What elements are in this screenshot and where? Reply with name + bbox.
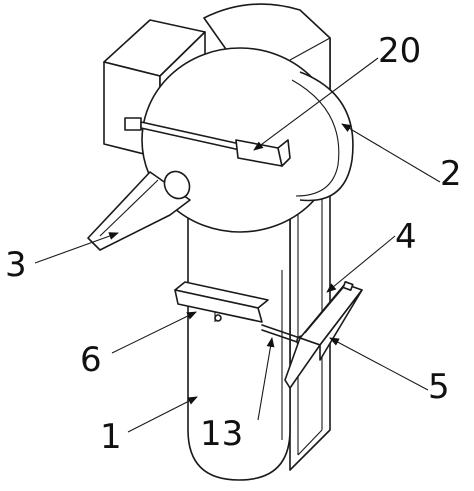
leaders — [34, 57, 441, 433]
inlet-chute — [87, 170, 191, 251]
shaft-assembly — [124, 117, 291, 167]
leader-2 — [341, 123, 441, 183]
label-4: 4 — [395, 217, 417, 257]
leader-5 — [329, 337, 429, 391]
shaft-left-block — [124, 117, 142, 131]
label-2: 2 — [440, 154, 462, 194]
label-6: 6 — [80, 340, 102, 380]
leader-3 — [34, 232, 119, 264]
label-20: 20 — [378, 31, 421, 71]
label-5: 5 — [428, 367, 450, 407]
leader-6 — [111, 311, 197, 354]
reference-labels: 20 2 3 4 5 6 13 1 — [5, 31, 462, 457]
leader-20 — [253, 57, 379, 151]
mid-bracket — [174, 281, 269, 323]
leader-1 — [127, 396, 198, 433]
leader-4 — [326, 235, 396, 293]
label-13: 13 — [200, 414, 243, 454]
label-3: 3 — [5, 245, 27, 285]
leader-13 — [257, 337, 275, 421]
label-1: 1 — [100, 417, 122, 457]
